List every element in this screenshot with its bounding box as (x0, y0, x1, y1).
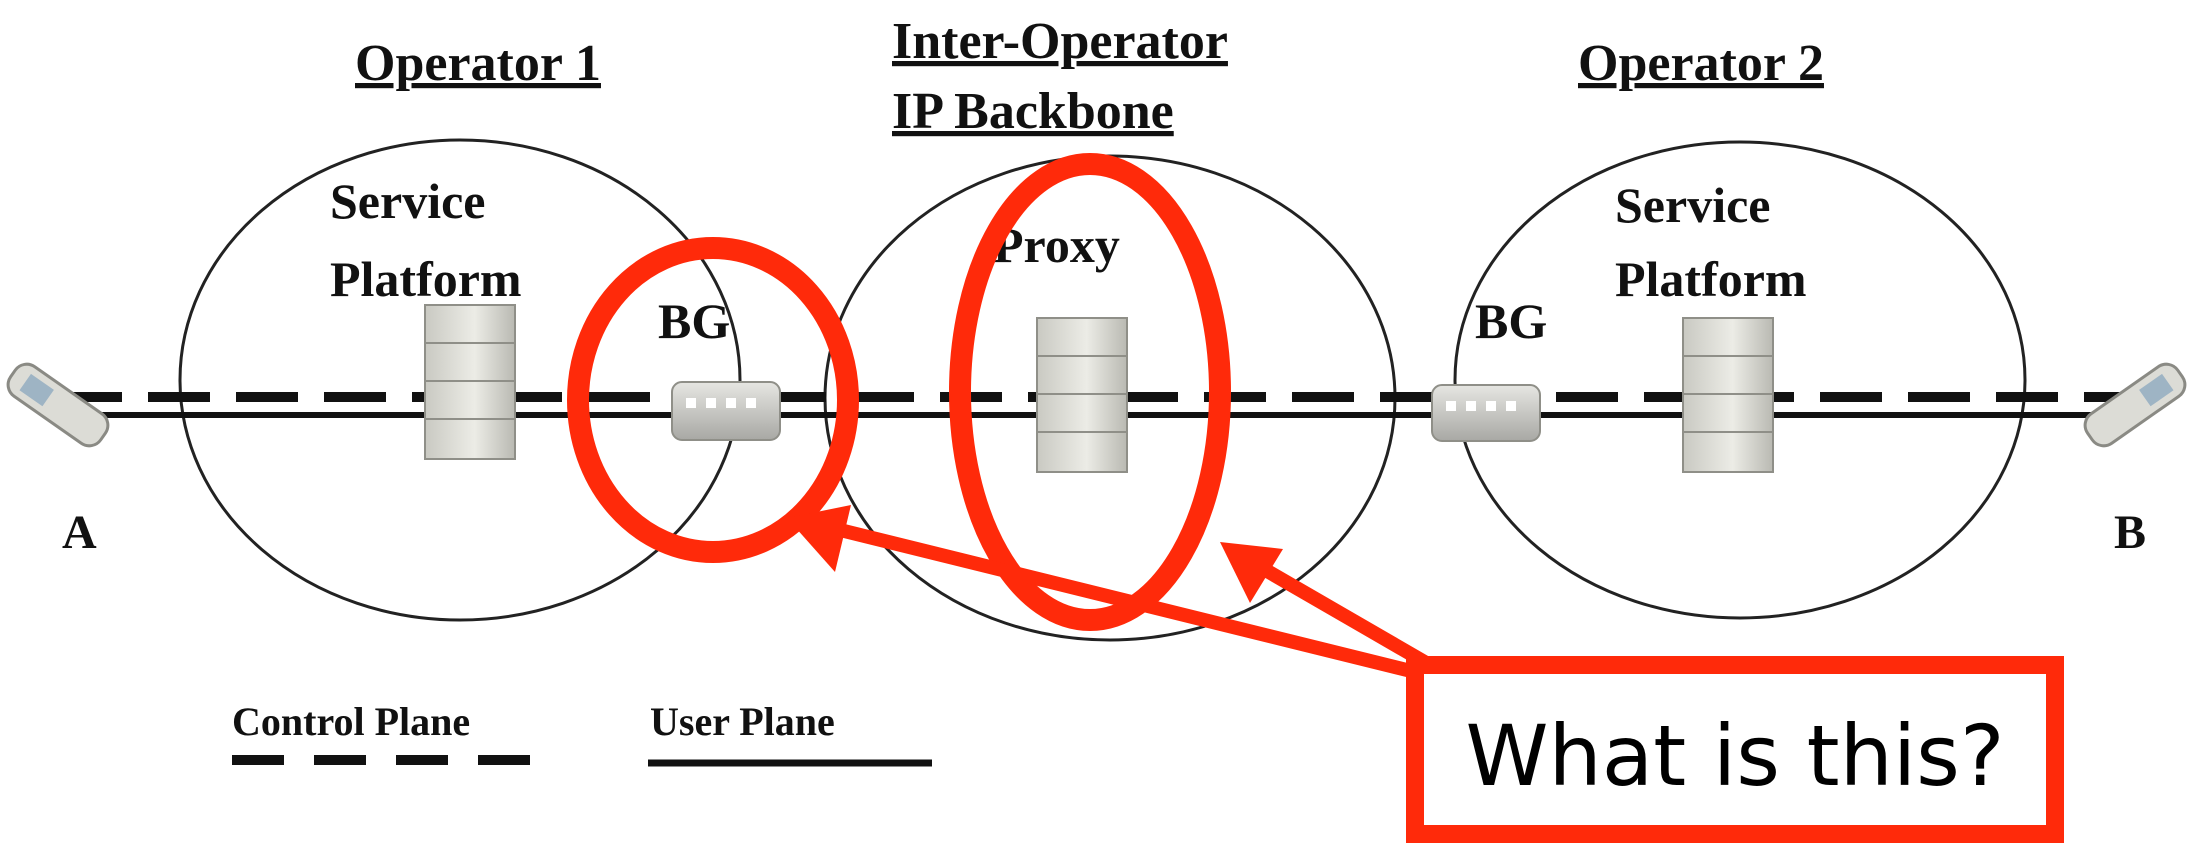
endpoint-b-label: B (2114, 506, 2146, 559)
arrow-to-proxy-shaft (1258, 561, 1439, 675)
server-stack-icon (424, 304, 516, 460)
highlight-proxy-oval (949, 153, 1231, 631)
heading-operator2: Operator 2 (1578, 35, 1824, 92)
server-stack-icon (1682, 317, 1774, 473)
legend-user-plane-label: User Plane (650, 699, 835, 744)
proxy-label: Proxy (993, 217, 1120, 273)
proxy-server-icon (1036, 317, 1128, 473)
question-box (1406, 656, 2064, 843)
endpoint-a-label: A (62, 506, 97, 559)
highlight-bg-circle (567, 237, 859, 563)
operator2-domain (1453, 140, 2027, 620)
service-platform1-label-line2: Platform (330, 251, 522, 307)
operator1-domain (178, 138, 742, 622)
service-platform2-label-line1: Service (1615, 177, 1770, 233)
heading-ip-backbone: IP Backbone (892, 83, 1174, 140)
bg2-label: BG (1475, 293, 1547, 349)
heading-operator1: Operator 1 (355, 35, 601, 92)
phone-b-icon (2083, 362, 2187, 448)
border-gateway-icon (671, 381, 781, 441)
legend-control-plane-label: Control Plane (232, 699, 470, 744)
phone-a-icon (6, 362, 110, 448)
arrow-to-bg-shaft (830, 521, 1417, 679)
service-platform1-label-line1: Service (330, 173, 485, 229)
arrow-to-bg-head (787, 505, 851, 572)
border-gateway-icon (1431, 384, 1541, 442)
bg1-label: BG (658, 293, 730, 349)
arrow-to-proxy-head (1220, 542, 1283, 603)
service-platform2-label-line2: Platform (1615, 251, 1807, 307)
heading-inter-operator: Inter-Operator (892, 13, 1228, 70)
question-text: What is this? (1465, 707, 2004, 805)
